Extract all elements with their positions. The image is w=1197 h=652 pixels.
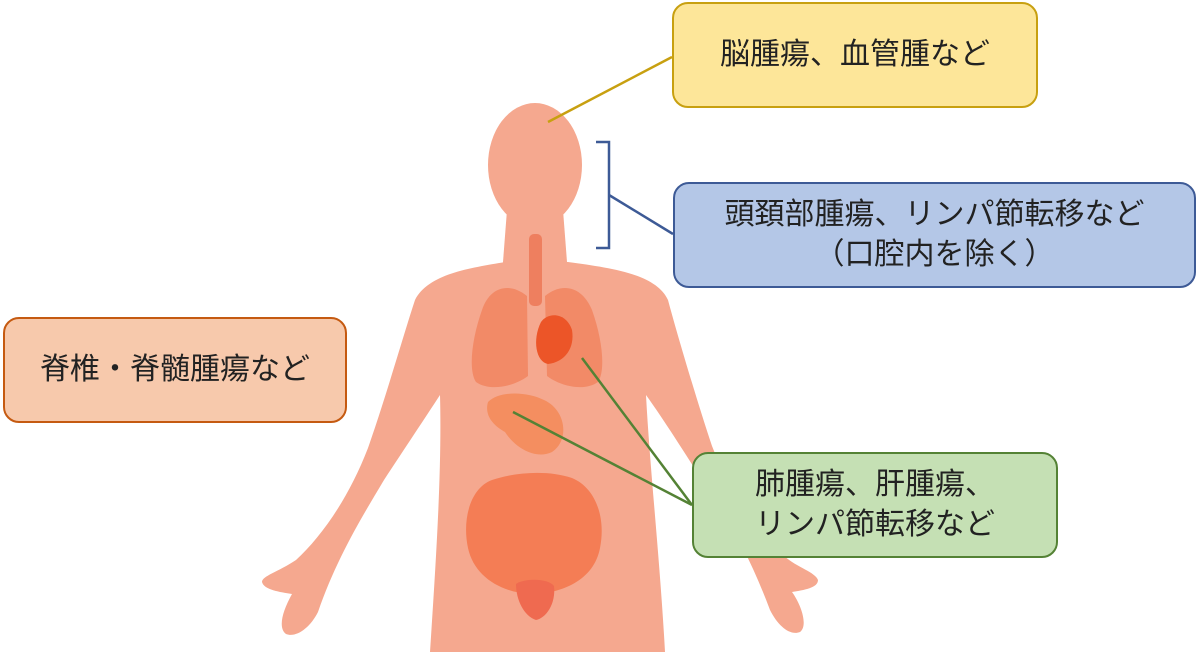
connectors: [512, 55, 694, 507]
head-shape: [488, 103, 582, 227]
torso-shape: [262, 262, 818, 652]
right-lung: [545, 287, 603, 388]
trachea: [529, 234, 542, 306]
head-neck-callout-line-2: （口腔内を除く）: [814, 237, 1055, 272]
lung-liver-callout-line-2: リンパ節転移など: [755, 507, 995, 542]
brain-callout-line-1: 脳腫瘍、血管腫など: [720, 37, 990, 72]
spine-callout: 脊椎・脊髄腫瘍など: [3, 317, 347, 423]
organs: [466, 234, 603, 620]
head-neck-connector-line: [608, 193, 674, 236]
head-neck-bracket: [596, 140, 611, 250]
head-neck-callout-line-1: 頭頚部腫瘍、リンパ節転移など: [724, 197, 1145, 232]
intestine: [466, 472, 602, 594]
brain-tumor-callout: 脳腫瘍、血管腫など: [672, 2, 1038, 108]
lung-liver-callout: 肺腫瘍、肝腫瘍、 リンパ節転移など: [692, 452, 1058, 558]
stomach-connector-line: [512, 410, 693, 507]
brain-connector-line: [547, 55, 673, 124]
stomach: [487, 393, 564, 455]
head-neck-callout: 頭頚部腫瘍、リンパ節転移など （口腔内を除く）: [673, 182, 1196, 288]
spine-callout-line-1: 脊椎・脊髄腫瘍など: [40, 352, 310, 387]
body-silhouette: [262, 103, 818, 652]
heart: [536, 315, 573, 364]
lung-connector-line: [580, 357, 694, 506]
lung-liver-callout-line-1: 肺腫瘍、肝腫瘍、: [755, 467, 995, 502]
left-lung: [471, 287, 528, 388]
bladder: [516, 579, 555, 620]
